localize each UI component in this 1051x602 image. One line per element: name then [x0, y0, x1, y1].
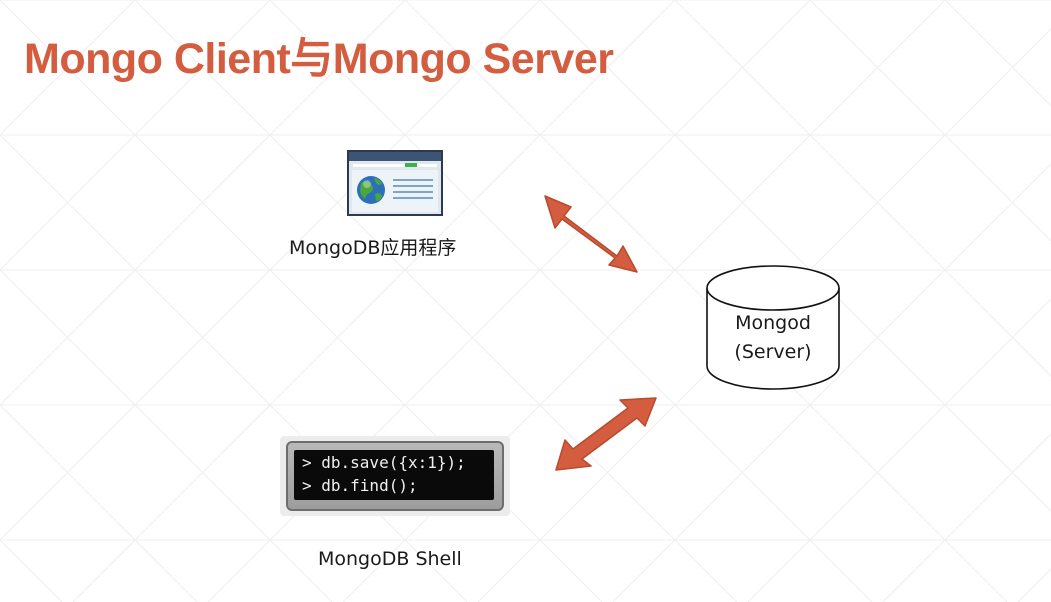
- bidirectional-arrow-shell-server: [555, 397, 657, 471]
- page-title: Mongo Client与Mongo Server: [24, 35, 614, 83]
- terminal-line: > db.save({x:1});: [302, 453, 466, 472]
- shell-label: MongoDB Shell: [318, 548, 462, 570]
- terminal-console-icon: > db.save({x:1}); > db.find();: [280, 436, 510, 516]
- bidirectional-arrow-app-server: [544, 195, 638, 273]
- database-cylinder-icon: [706, 265, 840, 390]
- server-label-line2: (Server): [734, 341, 812, 363]
- terminal-line: > db.find();: [302, 476, 418, 495]
- browser-window-globe-icon: [347, 150, 443, 216]
- terminal-screen: > db.save({x:1}); > db.find();: [294, 450, 494, 500]
- server-label-line1: Mongod: [735, 312, 811, 334]
- server-label: Mongod (Server): [704, 309, 842, 367]
- app-label: MongoDB应用程序: [289, 237, 457, 259]
- terminal-frame: > db.save({x:1}); > db.find();: [286, 441, 504, 511]
